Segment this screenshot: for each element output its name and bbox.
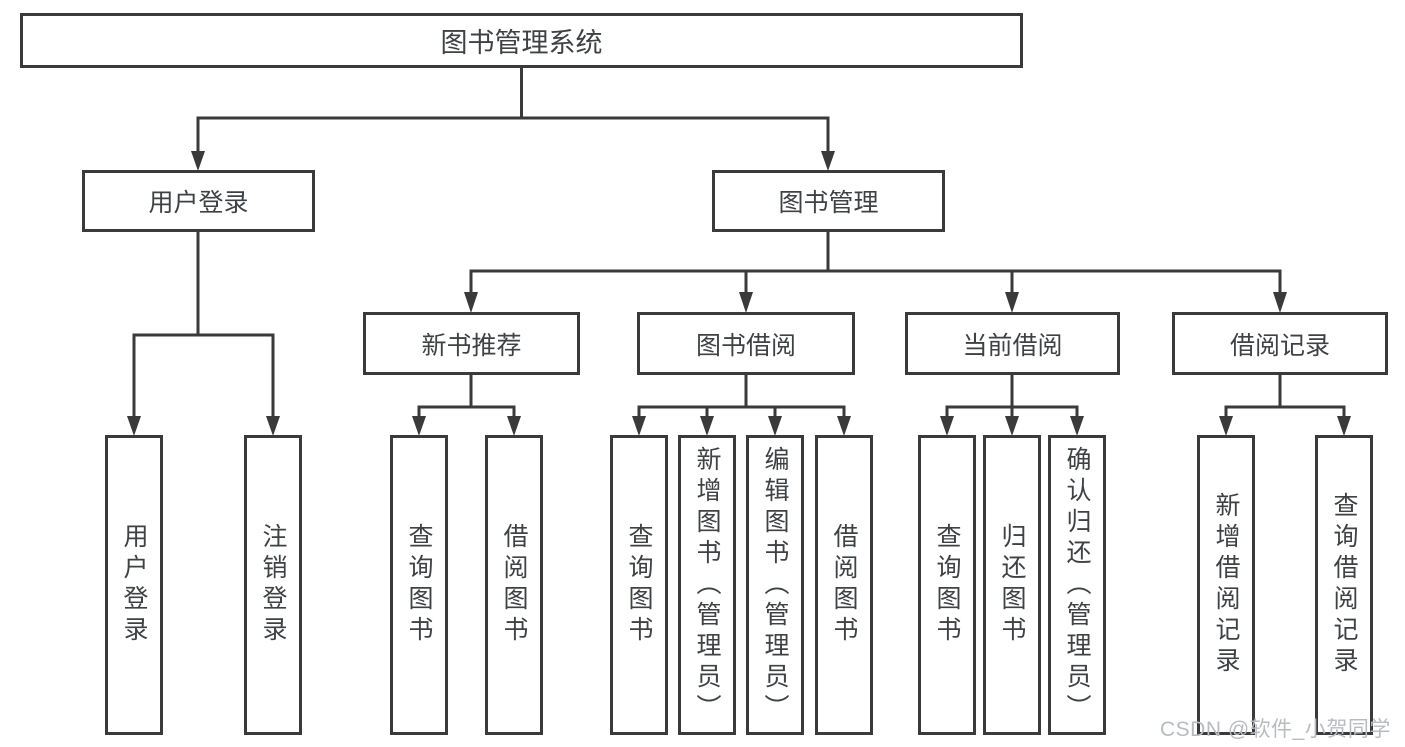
node-current-borrow: 当前借阅 [905, 312, 1120, 375]
node-label: 当前借阅 [962, 331, 1063, 360]
leaf-logout: 注销登录 [244, 435, 302, 735]
node-label: 图书借阅 [695, 331, 796, 360]
node-label: 图书管理系统 [440, 28, 603, 58]
leaf-borrow-books: 借阅图书 [815, 435, 873, 735]
node-label: 新书推荐 [421, 331, 522, 360]
leaf-query-borrow-record: 查询借阅记录 [1315, 435, 1373, 735]
leaf-user-login: 用户登录 [105, 435, 163, 735]
leaf-edit-books-admin: 编辑图书（管理员） [746, 435, 804, 735]
leaf-add-borrow-record: 新增借阅记录 [1197, 435, 1255, 735]
leaf-add-books-admin: 新增图书（管理员） [678, 435, 736, 735]
node-book-borrow: 图书借阅 [637, 312, 855, 375]
leaf-borrow-books-recommend: 借阅图书 [485, 435, 543, 735]
node-label: 借阅记录 [1229, 331, 1330, 360]
node-user-login-branch: 用户登录 [82, 170, 315, 232]
node-borrow-record: 借阅记录 [1172, 312, 1388, 375]
leaf-query-books-borrow: 查询图书 [610, 435, 668, 735]
node-root-system: 图书管理系统 [20, 13, 1023, 68]
node-new-book-recommend: 新书推荐 [363, 312, 580, 375]
node-label: 用户登录 [148, 189, 249, 217]
leaf-query-books-recommend: 查询图书 [390, 435, 448, 735]
csdn-watermark: CSDN @软件_小贺同学 [1160, 718, 1391, 741]
leaf-return-books: 归还图书 [983, 435, 1041, 735]
node-book-management-branch: 图书管理 [712, 170, 945, 232]
leaf-confirm-return-admin: 确认归还（管理员） [1048, 435, 1106, 735]
leaf-query-books-current: 查询图书 [918, 435, 976, 735]
node-label: 图书管理 [778, 189, 879, 217]
